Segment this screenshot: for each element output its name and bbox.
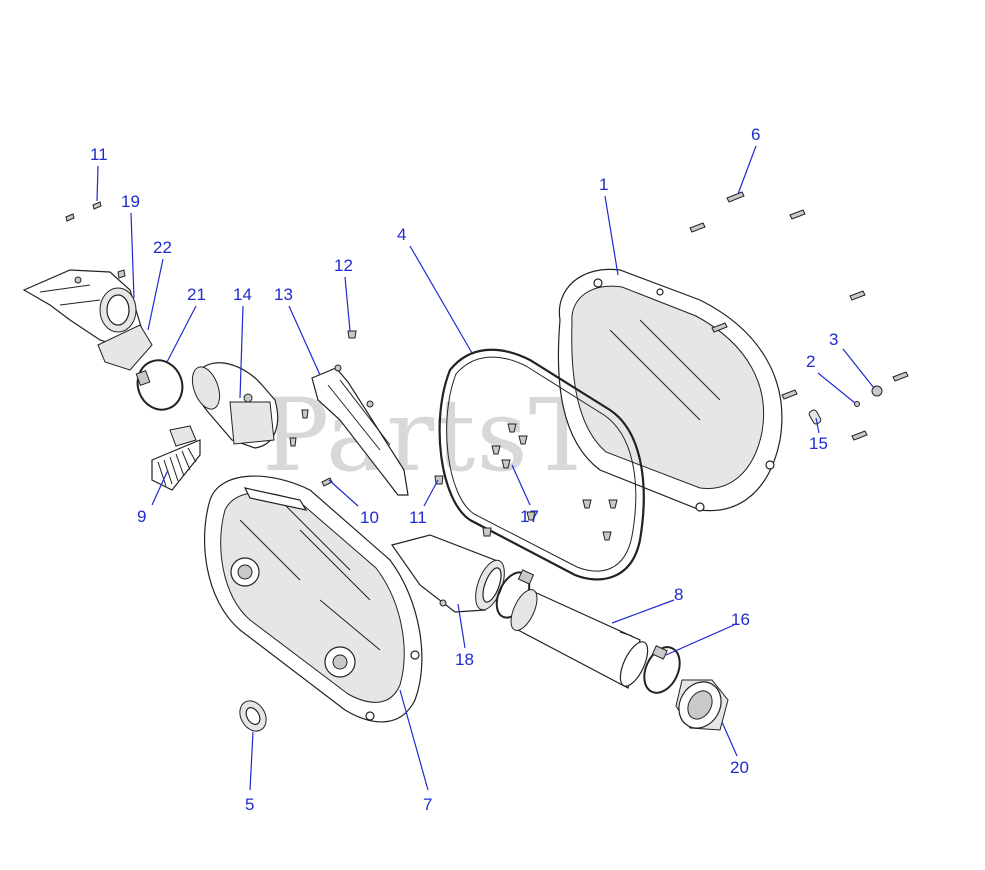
callout-22: 22 bbox=[153, 238, 172, 257]
callout-6: 6 bbox=[751, 125, 760, 144]
filter-screen bbox=[151, 425, 201, 491]
callout-12: 12 bbox=[334, 256, 353, 275]
drive-belt bbox=[438, 348, 645, 581]
callout-8: 8 bbox=[674, 585, 683, 604]
callout-5: 5 bbox=[245, 795, 254, 814]
callout-20: 20 bbox=[730, 758, 749, 777]
callout-15: 15 bbox=[809, 434, 828, 453]
callout-19: 19 bbox=[121, 192, 140, 211]
callout-1: 1 bbox=[599, 175, 608, 194]
outer-clutch-cover bbox=[557, 268, 783, 512]
intake-duct bbox=[191, 362, 279, 449]
duct-hose bbox=[510, 589, 649, 689]
callout-labels: 11 19 22 21 14 13 12 4 1 6 3 2 15 9 10 1… bbox=[90, 125, 838, 814]
callout-3: 3 bbox=[829, 330, 838, 349]
cover-screws bbox=[689, 191, 909, 441]
callout-21: 21 bbox=[187, 285, 206, 304]
hose-clamp-16 bbox=[643, 645, 681, 694]
callout-18: 18 bbox=[455, 650, 474, 669]
inner-clutch-cover bbox=[203, 475, 423, 723]
duct-boot bbox=[675, 679, 729, 731]
callout-11-top: 11 bbox=[90, 145, 108, 164]
callout-13: 13 bbox=[274, 285, 293, 304]
callout-14: 14 bbox=[233, 285, 252, 304]
duct-bracket bbox=[289, 330, 409, 496]
callout-16: 16 bbox=[731, 610, 750, 629]
callout-17: 17 bbox=[520, 507, 539, 526]
hose-clamp-21 bbox=[135, 359, 184, 411]
callout-2: 2 bbox=[806, 352, 815, 371]
front-duct bbox=[22, 269, 153, 371]
belt-area-bolts bbox=[491, 423, 618, 541]
callout-11-mid: 11 bbox=[409, 508, 427, 527]
leader-lines bbox=[96, 145, 875, 791]
callout-4: 4 bbox=[397, 225, 406, 244]
callout-9: 9 bbox=[137, 507, 146, 526]
washer bbox=[239, 700, 267, 732]
callout-10: 10 bbox=[360, 508, 379, 527]
callout-7: 7 bbox=[423, 795, 432, 814]
